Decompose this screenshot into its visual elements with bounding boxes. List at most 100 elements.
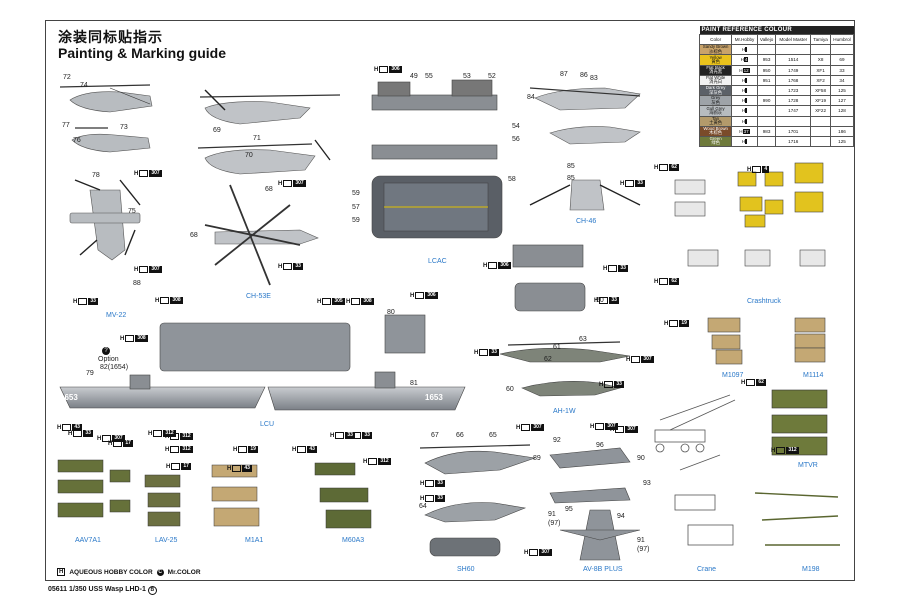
- legend-h-box: H: [57, 568, 66, 576]
- caption-m1097: M1097: [722, 372, 744, 379]
- callout-number: 95: [565, 506, 573, 513]
- hcode-color-box: [335, 432, 345, 439]
- hcode-prefix: H: [134, 170, 139, 177]
- hcode-color-box: [529, 549, 539, 556]
- callout-number: 59: [352, 190, 360, 197]
- hcode-prefix: H: [148, 430, 153, 437]
- callout-number: 85: [567, 163, 575, 170]
- hcode-prefix: H: [155, 297, 160, 304]
- hcode-color-box: [746, 379, 756, 386]
- hcode-prefix: H: [620, 180, 625, 187]
- callout-number: 94: [617, 513, 625, 520]
- hcode-number: 62: [669, 164, 679, 171]
- callout-number: 92: [553, 437, 561, 444]
- hcode-prefix: H: [420, 495, 425, 502]
- hcode-number: 33: [362, 432, 372, 439]
- hcode-number: 307: [293, 180, 306, 187]
- caption-lcac: LCAC: [428, 258, 447, 265]
- callout-number: 60: [506, 386, 514, 393]
- hcode-badge: H 33: [420, 495, 445, 502]
- callout-number: 76: [73, 137, 81, 144]
- lcu-hull-number-a: 1653: [60, 393, 78, 402]
- product-name: USS Wasp LHD-1: [88, 586, 146, 593]
- title-english: Painting & Marking guide: [58, 45, 227, 61]
- hcode-color-box: [283, 263, 293, 270]
- callout-number: 63: [579, 336, 587, 343]
- hcode-number: 312: [180, 446, 193, 453]
- callout-number: 96: [596, 442, 604, 449]
- hcode-color-box: [659, 164, 669, 171]
- hcode-number: 312: [163, 430, 176, 437]
- hcode-color-box: [415, 292, 425, 299]
- caption-ch46: CH-46: [576, 218, 597, 225]
- callout-number: 88: [133, 280, 141, 287]
- m198-illustration: [754, 492, 840, 546]
- callout-number: 77: [62, 122, 70, 129]
- callout-number: 49: [410, 73, 418, 80]
- hcode-prefix: H: [134, 266, 139, 273]
- hcode-number: 62: [756, 379, 766, 386]
- hcode-prefix: H: [516, 424, 521, 431]
- hcode-number: 33: [293, 263, 303, 270]
- caption-sh60: SH60: [457, 566, 475, 573]
- mtvr-illustration: [771, 389, 828, 456]
- av8b-illustration: [549, 447, 641, 561]
- ch53e-illustration: [197, 89, 341, 286]
- sh60-illustration: [419, 444, 536, 557]
- lcu-hull-number-b: 1653: [425, 393, 443, 402]
- callout-number: 55: [425, 73, 433, 80]
- color-legend: H AQUEOUS HOBBY COLOR C Mr.COLOR: [57, 568, 201, 576]
- hcode-prefix: H: [654, 164, 659, 171]
- paint-code-humbrol: 125: [829, 135, 855, 148]
- callout-number: 62: [544, 356, 552, 363]
- hcode-number: 308: [361, 298, 374, 305]
- option-marker: ?: [102, 347, 110, 355]
- callout-number: 91: [637, 537, 645, 544]
- hcode-badge: H 307: [278, 180, 306, 187]
- caption-lav25: LAV-25: [155, 537, 178, 544]
- callout-number: 75: [128, 208, 136, 215]
- callout-number: 91: [548, 511, 556, 518]
- m60a3-illustration: [314, 462, 372, 529]
- hcode-number: 33: [435, 495, 445, 502]
- callout-number: 68: [190, 232, 198, 239]
- hcode-prefix: H: [594, 297, 599, 304]
- product-mark: B: [147, 586, 157, 595]
- option-label: Option: [98, 356, 119, 363]
- hcode-color-box: [283, 180, 293, 187]
- caption-ah1w: AH-1W: [553, 408, 576, 415]
- product-line: 05611 1/350 USS Wasp LHD-1 B: [48, 586, 157, 595]
- hcode-number: 43: [72, 424, 82, 431]
- hcode-prefix: H: [664, 320, 669, 327]
- crane-illustration: [654, 394, 736, 546]
- hcode-badge: H 312: [148, 430, 176, 437]
- callout-number: 79: [86, 370, 94, 377]
- lcac-illustration: [371, 79, 586, 312]
- hcode-prefix: H: [278, 180, 283, 187]
- callout-number: 86: [580, 72, 588, 79]
- hcode-color-box: [297, 446, 307, 453]
- hcode-number: 33: [88, 298, 98, 305]
